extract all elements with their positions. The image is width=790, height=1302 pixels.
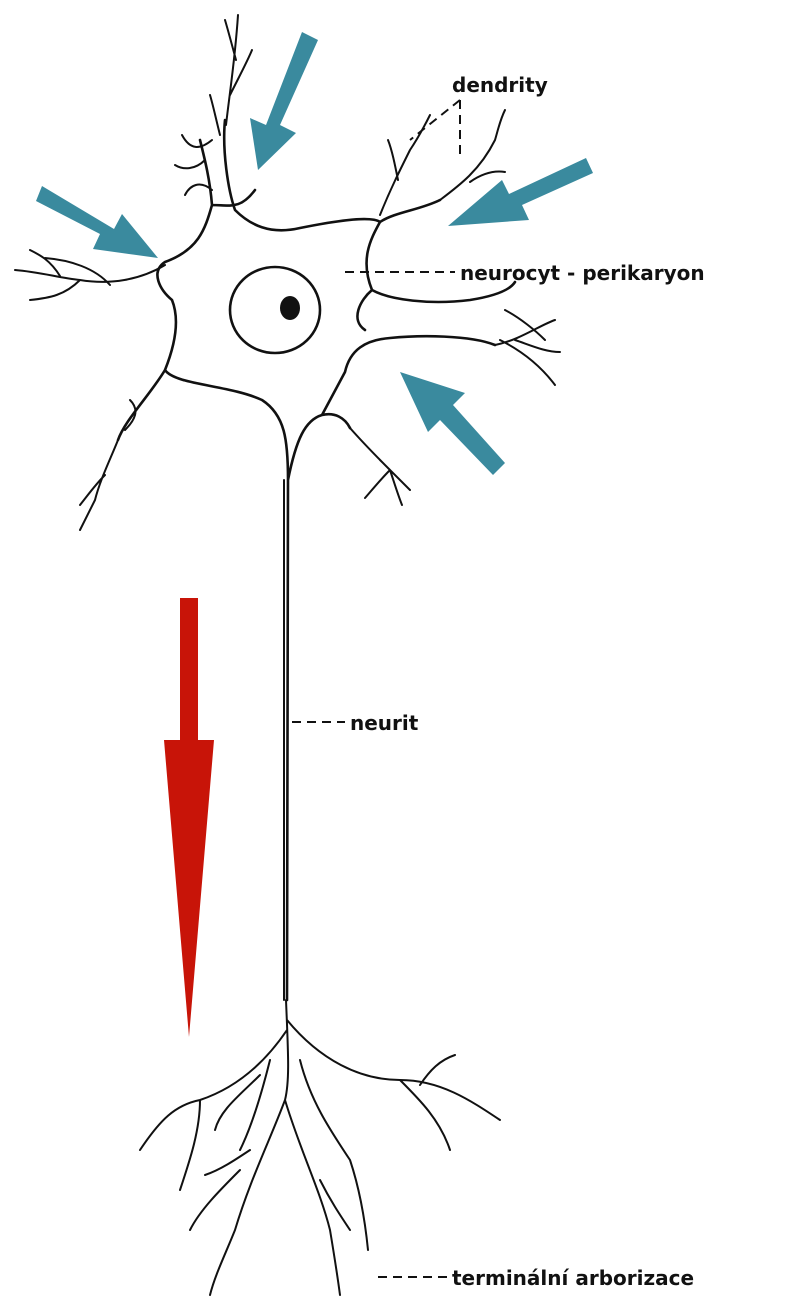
dendrite-lower-left xyxy=(80,400,135,530)
arrow-down-icon xyxy=(164,598,214,1037)
nucleolus xyxy=(280,296,300,320)
output-arrow xyxy=(164,598,214,1037)
dendrite-lower-right xyxy=(350,428,410,505)
leader-dendrites xyxy=(410,100,460,160)
input-arrows xyxy=(36,32,593,475)
label-cell-body: neurocyt - perikaryon xyxy=(460,261,705,285)
label-dendrites: dendrity xyxy=(452,73,548,97)
dendrite-left xyxy=(15,250,165,300)
arrow-icon xyxy=(448,158,593,226)
arrow-icon xyxy=(36,186,158,258)
label-terminal: terminální arborizace xyxy=(452,1266,694,1290)
nucleus xyxy=(230,267,320,353)
terminal-branches xyxy=(140,1000,500,1295)
arrow-icon xyxy=(250,32,318,170)
leader-lines xyxy=(292,100,460,1277)
labels: dendrity neurocyt - perikaryon neurit te… xyxy=(350,73,705,1290)
arrow-icon xyxy=(400,372,505,475)
dendrite-top xyxy=(175,15,252,195)
label-axon: neurit xyxy=(350,711,419,735)
dendrite-right xyxy=(495,310,560,385)
